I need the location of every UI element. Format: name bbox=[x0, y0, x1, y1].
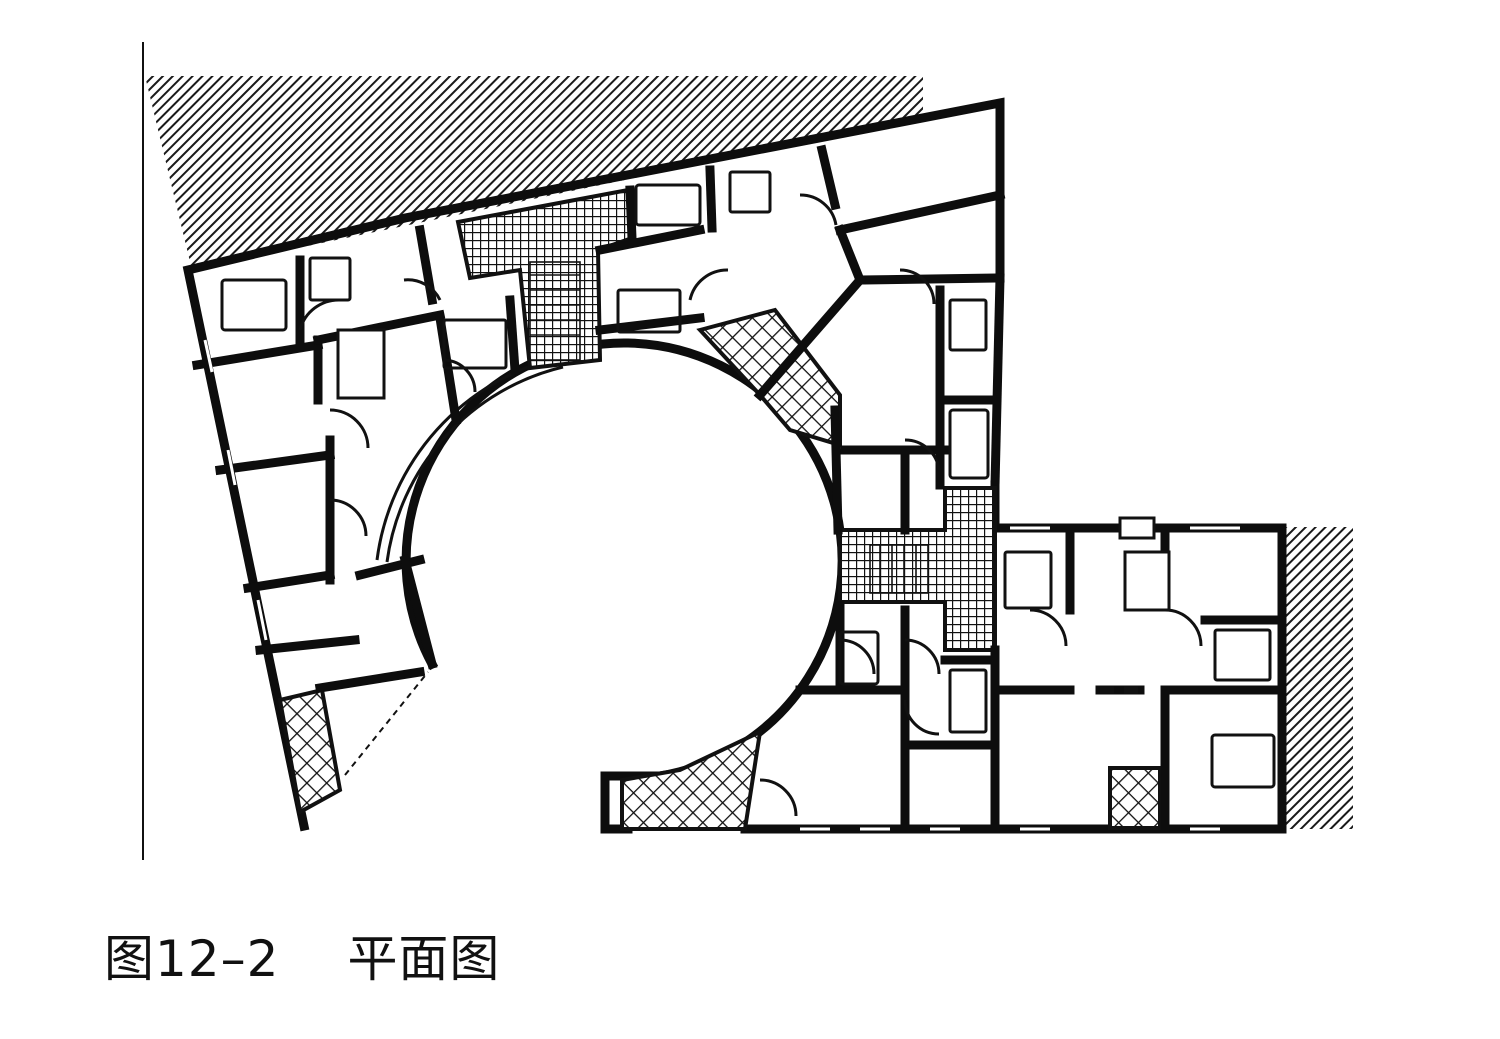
balcony-east bbox=[1108, 766, 1162, 830]
opening-dashed-line bbox=[344, 671, 429, 776]
partitions-north-east-wing bbox=[594, 144, 1006, 535]
balcony-west bbox=[277, 687, 343, 816]
window-marks bbox=[203, 339, 1240, 831]
neighbor-building-east bbox=[1282, 527, 1353, 829]
balcony-south bbox=[620, 728, 763, 831]
central-courtyard bbox=[401, 338, 847, 782]
figure-number: 图12–2 bbox=[104, 930, 280, 988]
dining-table bbox=[336, 328, 1171, 612]
outer-wall-west-wing bbox=[182, 97, 1005, 832]
corridor-core-east bbox=[838, 486, 997, 652]
partitions-west-wing bbox=[191, 224, 520, 694]
door-swings bbox=[298, 193, 1203, 817]
neighbor-building-north bbox=[145, 76, 923, 270]
bathtub-fixtures bbox=[220, 170, 1276, 789]
figure-title: 平面图 bbox=[347, 930, 501, 988]
outer-wall-east-wing bbox=[740, 480, 1287, 834]
